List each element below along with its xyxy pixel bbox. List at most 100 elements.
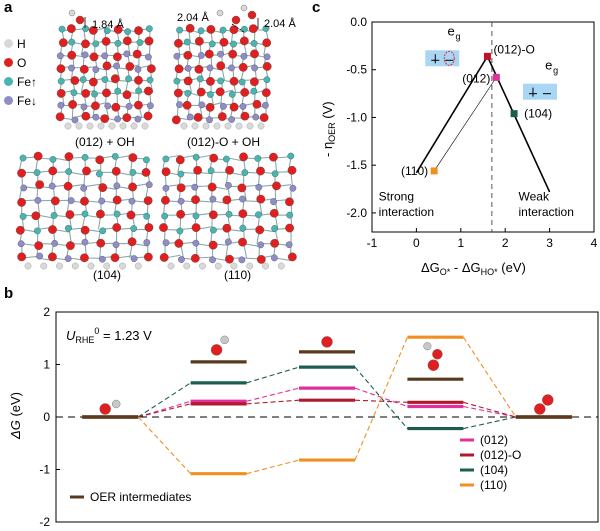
o-atom xyxy=(65,210,75,219)
o-atom xyxy=(141,168,151,177)
fe-atom xyxy=(206,116,213,124)
o-atom xyxy=(255,225,265,235)
series-connector xyxy=(138,403,191,418)
fe-atom xyxy=(125,103,133,110)
x-axis-label: ΔGO* - ΔGHO* (eV) xyxy=(421,260,526,277)
distance-label-3: 2.04 Å xyxy=(264,18,296,30)
fe-atom xyxy=(135,87,142,95)
h-atom xyxy=(199,262,206,270)
o-atom xyxy=(190,253,200,263)
o-atom xyxy=(238,62,248,72)
h-atom xyxy=(180,122,188,130)
o-atom-icon xyxy=(542,394,554,406)
fe-atom xyxy=(207,167,215,175)
o-atom xyxy=(110,253,120,263)
o-atom xyxy=(229,102,239,112)
o-atom xyxy=(63,181,73,191)
h-atom xyxy=(75,122,83,130)
o-atom xyxy=(17,198,26,207)
o-atom xyxy=(285,223,294,233)
o-atom xyxy=(208,240,218,250)
fe-atom xyxy=(176,101,183,108)
fe-atom xyxy=(250,40,258,47)
x-tick-label: 2 xyxy=(502,236,509,250)
fe-atom xyxy=(177,197,185,205)
fe-atom xyxy=(134,66,142,73)
o-atom xyxy=(144,86,153,96)
fe-atom xyxy=(81,238,89,246)
h-atom xyxy=(64,122,72,130)
fe-atom xyxy=(129,169,137,176)
y-tick-label: -2 xyxy=(39,515,50,529)
adsorbate-atom xyxy=(247,10,257,20)
fe-atom xyxy=(210,226,217,234)
series-connector xyxy=(137,416,192,475)
o-atom xyxy=(48,166,58,176)
o-atom xyxy=(31,211,41,221)
series-connector xyxy=(246,459,300,475)
h-atom xyxy=(167,262,175,270)
o-atom xyxy=(209,153,219,163)
o-atom xyxy=(48,225,57,234)
o-atom xyxy=(81,111,91,121)
y-axis-label: - ηOER (V) xyxy=(320,101,337,157)
h-atom xyxy=(246,262,254,270)
fe-atom xyxy=(209,256,216,264)
o-atom xyxy=(174,88,183,98)
fe-atom xyxy=(114,115,121,123)
o-atom xyxy=(159,223,168,232)
fe-atom xyxy=(146,76,154,84)
fe-atom xyxy=(19,213,27,220)
o-atom xyxy=(205,102,215,112)
fe-atom xyxy=(80,103,88,111)
o-atom xyxy=(80,225,90,235)
o-atom xyxy=(176,209,185,219)
fe-atom xyxy=(80,184,88,192)
o-atom xyxy=(113,25,123,34)
o-atom xyxy=(144,223,154,232)
o-atom xyxy=(122,113,132,123)
o-atom xyxy=(194,36,204,46)
fe-atom xyxy=(176,227,184,235)
y-tick-label: 0.0 xyxy=(350,15,367,29)
o-atom xyxy=(217,112,227,121)
legend-item-0: H xyxy=(4,34,44,53)
o-atom xyxy=(161,195,170,205)
o-atom xyxy=(126,210,136,220)
data-point xyxy=(430,167,438,175)
o-atom xyxy=(15,225,25,235)
o-atom xyxy=(287,165,297,175)
o-atom xyxy=(174,38,183,48)
o-atom xyxy=(183,76,193,86)
bond xyxy=(290,172,293,187)
o-atom xyxy=(128,182,137,192)
h-atom xyxy=(56,262,63,270)
o-atom xyxy=(17,252,27,262)
h-atom xyxy=(214,262,222,270)
fe-atom xyxy=(81,210,89,218)
fe-atom xyxy=(91,90,98,98)
o-atom xyxy=(159,253,169,262)
x-tick-label: 4 xyxy=(591,236,598,250)
fe-atom xyxy=(113,62,120,70)
o-atom xyxy=(111,102,121,112)
fe-atom xyxy=(33,169,41,176)
fe-atom xyxy=(252,113,260,121)
o-atom-icon xyxy=(427,359,440,371)
o-atom xyxy=(269,208,279,218)
o-atom xyxy=(122,90,132,100)
fe-atom xyxy=(125,75,132,83)
o-atom xyxy=(256,194,266,204)
fe-atom xyxy=(263,76,271,84)
fe-atom xyxy=(71,116,79,124)
adsorbate-atom xyxy=(68,9,76,17)
interaction-annotation: Weak xyxy=(519,190,550,204)
fe-atom xyxy=(289,184,297,192)
fe-atom xyxy=(263,53,271,61)
h-atom xyxy=(202,122,210,130)
fe-atom xyxy=(49,156,57,163)
o-atom xyxy=(128,153,138,162)
fe-atom xyxy=(82,25,89,33)
fe-atom xyxy=(191,183,199,191)
o-atom xyxy=(174,64,184,74)
